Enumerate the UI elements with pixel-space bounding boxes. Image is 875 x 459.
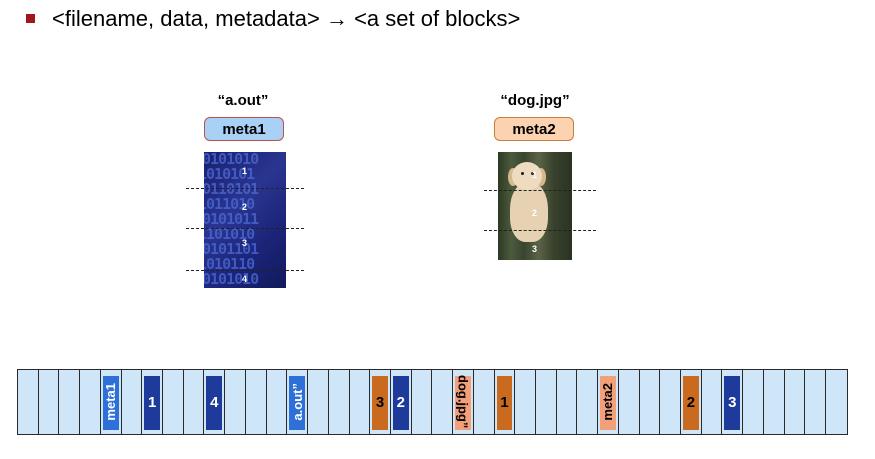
block-divider — [186, 228, 304, 229]
bullet-marker — [26, 14, 35, 23]
disk-block-empty — [826, 370, 847, 434]
block-label: meta2 — [600, 383, 616, 421]
dog-body — [510, 182, 548, 242]
disk-block-empty — [59, 370, 81, 434]
block-label: 2 — [396, 393, 405, 411]
dog-eye — [531, 172, 534, 175]
block-number: 4 — [242, 274, 248, 284]
block-label: 2 — [686, 393, 696, 411]
block-divider — [186, 270, 304, 271]
disk-block-empty — [246, 370, 267, 434]
block-number: 2 — [532, 208, 538, 218]
block-number: 3 — [242, 238, 248, 248]
meta2-label: meta2 — [494, 117, 574, 141]
disk-block-empty — [184, 370, 205, 434]
binary-data-image: 0101010101010101101011011010010101111010… — [204, 152, 286, 288]
disk-block-dog-name: dog.jpg” — [453, 370, 474, 434]
disk-block-aout-2: 2 — [391, 370, 412, 434]
disk-block-empty — [350, 370, 371, 434]
disk-block-empty — [743, 370, 764, 434]
block-label: 3 — [728, 393, 737, 411]
block-fill — [144, 376, 161, 430]
block-fill — [455, 376, 471, 430]
disk-block-dog-1: 1 — [495, 370, 516, 434]
disk-block-empty — [785, 370, 806, 434]
disk-block-empty — [163, 370, 184, 434]
disk-block-empty — [536, 370, 557, 434]
disk-block-empty — [267, 370, 288, 434]
dog-head — [512, 162, 542, 190]
disk-block-empty — [515, 370, 536, 434]
disk-block-empty — [122, 370, 143, 434]
block-fill — [392, 376, 409, 430]
dog-photo-image: 1 2 3 — [498, 152, 572, 260]
disk-block-empty — [619, 370, 640, 434]
disk-block-meta2: meta2 — [598, 370, 619, 434]
disk-block-empty — [432, 370, 454, 434]
disk-block-empty — [474, 370, 495, 434]
block-number: 1 — [242, 166, 248, 176]
block-divider — [484, 230, 596, 231]
block-number: 3 — [532, 244, 538, 254]
block-divider — [186, 188, 304, 189]
block-label: 4 — [210, 393, 219, 411]
disk-block-empty — [557, 370, 578, 434]
disk-block-empty — [18, 370, 39, 434]
binary-text-row: 0101010 — [204, 270, 259, 288]
disk-block-dog-3: 3 — [370, 370, 391, 434]
block-number: 2 — [242, 202, 248, 212]
binary-text-row: 0101011 — [204, 210, 259, 228]
disk-block-empty — [660, 370, 681, 434]
disk-block-aout-4: 4 — [204, 370, 226, 434]
dog-eye — [521, 172, 524, 175]
block-fill — [600, 376, 616, 430]
disk-block-dog-2: 2 — [681, 370, 702, 434]
disk-block-empty — [39, 370, 60, 434]
slide-heading: <filename, data, metadata> → <a set of b… — [52, 6, 521, 31]
block-label: 1 — [148, 393, 157, 411]
block-fill — [289, 376, 306, 430]
block-fill — [496, 376, 513, 430]
disk-block-empty — [640, 370, 661, 434]
block-divider — [484, 190, 596, 191]
block-fill — [683, 376, 699, 430]
disk-block-empty — [412, 370, 433, 434]
disk-block-empty — [80, 370, 101, 434]
block-label: meta1 — [103, 383, 119, 421]
disk-block-empty — [577, 370, 599, 434]
block-label: 1 — [500, 393, 509, 411]
block-label: 3 — [375, 393, 385, 411]
binary-text-row: 0110101 — [204, 180, 259, 198]
disk-block-empty — [805, 370, 827, 434]
disk-block-empty — [225, 370, 246, 434]
binary-text-row: 0101010 — [204, 152, 259, 168]
disk-block-empty — [308, 370, 329, 434]
disk-block-empty — [702, 370, 723, 434]
disk-block-empty — [329, 370, 350, 434]
binary-text-row: 0101101 — [204, 240, 259, 258]
block-fill — [724, 376, 741, 430]
block-fill — [102, 376, 119, 430]
disk-block-aout-3: 3 — [722, 370, 744, 434]
disk-block-meta1: meta1 — [101, 370, 122, 434]
disk-block-empty — [764, 370, 785, 434]
block-label: a.out” — [289, 383, 305, 421]
disk-block-aout-1: 1 — [142, 370, 164, 434]
block-fill — [206, 376, 223, 430]
block-label: dog.jpg” — [455, 375, 471, 429]
disk-block-aout-name: a.out” — [287, 370, 309, 434]
block-number: 1 — [532, 170, 538, 180]
filename-dog: “dog.jpg” — [500, 92, 570, 109]
filename-aout: “a.out” — [217, 92, 269, 109]
block-fill — [372, 376, 388, 430]
meta1-label: meta1 — [204, 117, 284, 141]
